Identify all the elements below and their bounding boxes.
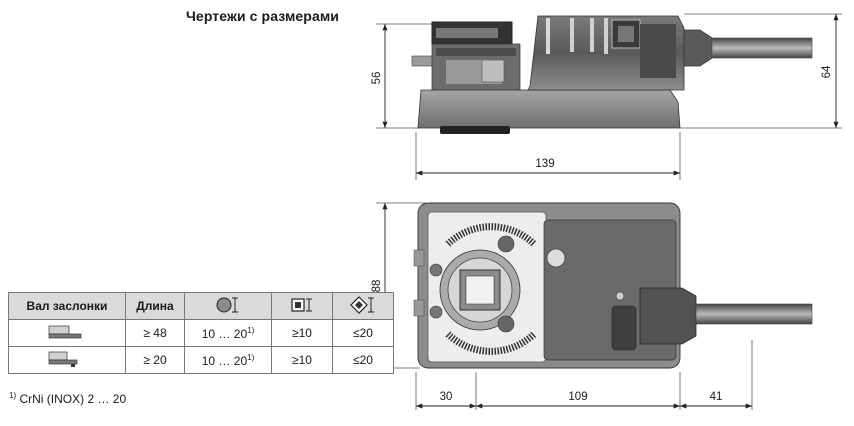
round-cell: 10 … 201) bbox=[184, 346, 272, 374]
dim-64: 64 bbox=[821, 65, 833, 78]
table-row: ≥ 20 10 … 201) ≥10 ≤20 bbox=[8, 346, 394, 374]
footnote-text: CrNi (INOX) 2 … 20 bbox=[19, 392, 127, 406]
page-title: Чертежи с размерами bbox=[186, 8, 340, 24]
round-cell: 10 … 201) bbox=[184, 319, 272, 347]
shaft-spec-table: Вал заслонки Длина ≥ bbox=[8, 292, 394, 374]
header-length: Длина bbox=[125, 292, 185, 320]
top-view-drawing bbox=[376, 202, 813, 410]
square-shaft-icon bbox=[289, 297, 315, 317]
square-cell: ≥10 bbox=[271, 319, 333, 347]
length-cell: ≥ 20 bbox=[125, 346, 185, 374]
dim-30: 30 bbox=[440, 391, 453, 403]
header-square bbox=[271, 292, 333, 320]
side-view-drawing bbox=[376, 13, 842, 180]
square-cell: ≥10 bbox=[271, 346, 333, 374]
round-shaft-icon bbox=[215, 297, 241, 317]
dim-139: 139 bbox=[535, 158, 554, 170]
header-round bbox=[184, 292, 272, 320]
dim-41: 41 bbox=[710, 391, 723, 403]
dim-109: 109 bbox=[568, 391, 587, 403]
dim-88: 88 bbox=[371, 280, 383, 293]
long-shaft-icon bbox=[8, 346, 126, 374]
header-diamond bbox=[332, 292, 394, 320]
diamond-cell: ≤20 bbox=[332, 346, 394, 374]
short-shaft-icon bbox=[8, 319, 126, 347]
dim-56: 56 bbox=[371, 72, 383, 85]
diamond-shaft-icon bbox=[350, 295, 376, 317]
footnote: 1) CrNi (INOX) 2 … 20 bbox=[9, 391, 126, 406]
table-row: ≥ 48 10 … 201) ≥10 ≤20 bbox=[8, 319, 394, 347]
length-cell: ≥ 48 bbox=[125, 319, 185, 347]
header-shaft: Вал заслонки bbox=[8, 292, 126, 320]
footnote-marker: 1) bbox=[9, 391, 17, 400]
diamond-cell: ≤20 bbox=[332, 319, 394, 347]
table-header-row: Вал заслонки Длина bbox=[8, 292, 394, 320]
